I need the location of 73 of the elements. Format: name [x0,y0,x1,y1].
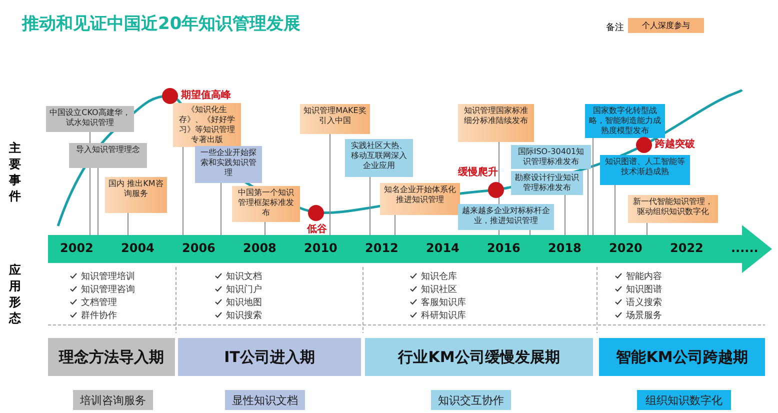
year-label: 2002 [60,241,94,255]
list-item: 群件协作 [81,310,117,322]
event-box: 一些企业开始探索和实践知识管理 [195,146,262,183]
period-band: 行业KM公司缓慢发展期 [365,338,593,376]
stage-tag: 组织知识数字化 [637,390,731,410]
leader-line [592,138,594,236]
milestone-dot [162,88,178,104]
period-band: 智能KM公司跨越期 [599,338,765,376]
year-label: 2012 [365,241,398,255]
leader-line [614,184,616,236]
event-box: 知识管理国家标准细分标准陆续发布 [458,104,534,142]
diagram-title: 推动和见证中国近20年知识管理发展 [22,13,301,35]
note-label: 备注 [606,22,624,34]
event-box: 国际ISO-30401知识管理标准发布 [511,145,591,169]
event-box: 中国设立CKO高建华，试水知识管理 [46,106,134,132]
year-label: 2014 [426,241,460,255]
list-item: 语义搜索 [626,296,662,309]
event-box: 知名企业开始体系化推进知识管理 [380,183,460,215]
list-item: 客服知识库 [421,296,466,309]
list-item: 文档管理 [81,296,117,309]
leader-line [220,182,222,236]
year-label: 2004 [121,241,154,255]
stage-tag: 培训咨询服务 [73,390,153,410]
list-item: 知识地图 [226,296,262,309]
event-box: 国家数字化转型战略，智能制造能力成熟度模型发布 [585,104,665,138]
list-item: 知识图谱 [626,284,662,296]
milestone-label: 期望值高峰 [181,88,231,102]
list-item: 智能内容 [626,270,662,283]
list-item: 知识文档 [226,270,262,283]
stage-tag: 显性知识文档 [225,390,305,410]
period-band: IT公司进入期 [178,338,361,376]
year-label: 2022 [670,241,704,255]
event-box: 越来越多企业对标标杆企业，推进知识管理 [458,204,554,230]
event-box: 《知识化生存》、《好好学习》等知识管理专著出版 [173,103,241,147]
list-item: 知识管理咨询 [81,284,135,296]
list-item: 知识社区 [421,284,457,296]
list-item: 知识管理培训 [81,270,135,283]
event-box: 勘察设计行业知识管理标准发布 [511,171,583,195]
leader-line [394,214,396,236]
milestone-dot [636,137,652,153]
leader-line [564,194,566,236]
year-label: 2018 [548,241,582,255]
section-label: 主要事件 [9,140,22,204]
year-label: 2006 [182,241,216,255]
year-label: 2008 [243,241,276,255]
list-item: 知识搜索 [226,310,262,322]
event-box: 导入知识管理理念 [69,143,147,168]
stage-tag: 知识交互协作 [431,390,511,410]
milestone-dot [308,205,324,221]
event-box: 中国第一个知识管理框架标准发布 [232,186,300,222]
milestone-dot [488,182,504,198]
event-box: 国内 推出KM咨询服务 [105,177,167,213]
milestone-label: 低谷 [307,222,327,236]
leader-line [182,146,184,236]
year-label: 2016 [487,241,520,255]
milestone-label: 跨越突破 [655,138,695,151]
list-item: 科研知识库 [421,310,466,322]
event-box: 知识管理MAKE奖引入中国 [300,104,370,134]
period-band: 理念方法导入期 [48,338,175,376]
list-item: 场景服务 [626,310,662,322]
year-label: ...... [731,241,758,255]
legend-swatch: 个人深度参与 [628,18,704,33]
year-label: 2020 [609,241,642,255]
section-label: 应用形态 [9,262,22,326]
event-box: 知识图谱、人工智能等技术渐趋成熟 [600,155,690,185]
event-box: 实践社区大热、移动互联网深入企业应用 [345,139,413,177]
list-item: 知识仓库 [421,270,457,283]
event-box: 新一代智能知识管理，驱动组织知识数字化 [628,195,718,223]
milestone-label: 缓慢爬升 [458,166,498,179]
list-item: 知识门户 [226,284,262,296]
leader-line [646,222,648,236]
leader-line [264,222,266,236]
year-label: 2010 [304,241,338,255]
